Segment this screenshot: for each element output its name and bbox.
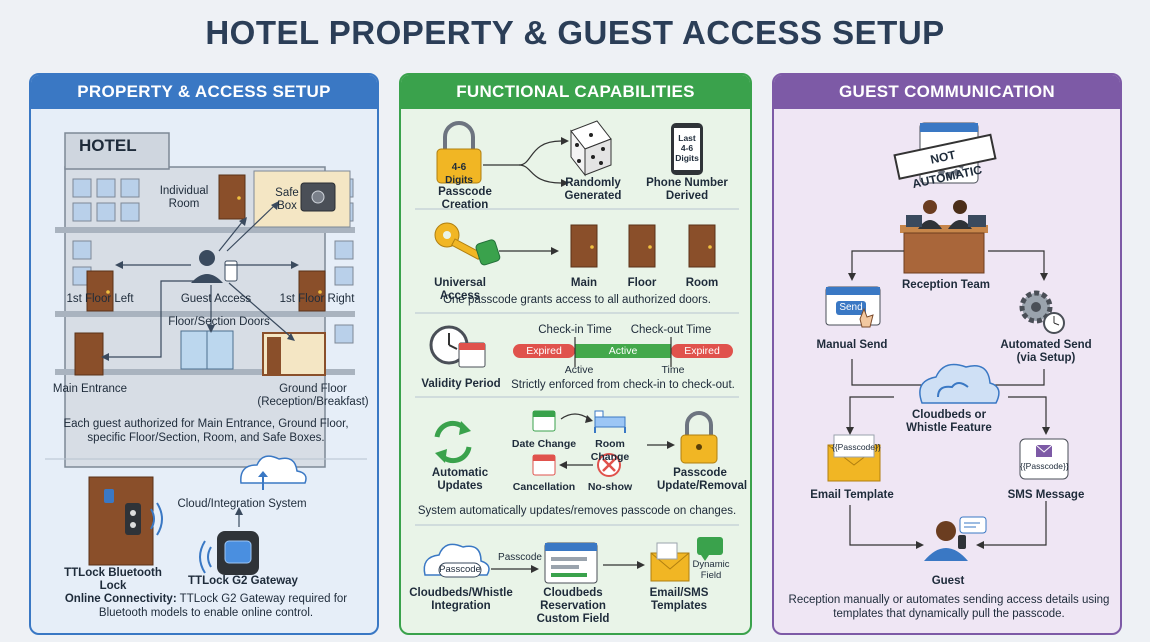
cloud-system-label: Cloud/Integration System bbox=[177, 498, 307, 510]
time-marker-label: Time bbox=[661, 364, 685, 376]
communication-flow-illustration bbox=[825, 122, 1069, 561]
floor-section-doors-label: Floor/Section Doors bbox=[168, 316, 270, 328]
no-show-label: No-show bbox=[587, 481, 633, 493]
functional-capabilities-panel: FUNCTIONAL CAPABILITIES bbox=[399, 73, 752, 635]
hotel-building-illustration bbox=[45, 132, 367, 575]
communication-panel-header: GUEST COMMUNICATION bbox=[774, 75, 1120, 109]
functional-panel-header: FUNCTIONAL CAPABILITIES bbox=[401, 75, 750, 109]
phone-derived-label: Phone Number Derived bbox=[646, 177, 728, 202]
first-floor-right-label: 1st Floor Right bbox=[279, 293, 355, 305]
cancellation-label: Cancellation bbox=[512, 481, 576, 493]
connectivity-heading: Online Connectivity: bbox=[64, 593, 177, 605]
guest-label: Guest bbox=[931, 575, 965, 587]
room-door-label: Room bbox=[685, 277, 719, 289]
ground-floor-label: Ground Floor (Reception/Breakfast) bbox=[257, 383, 369, 408]
passcode-update-label: Passcode Update/Removal bbox=[657, 467, 748, 492]
cloud-feature-label: Cloudbeds or Whistle Feature bbox=[906, 409, 992, 434]
active-segment: Active bbox=[608, 345, 638, 357]
guest-access-label: Guest Access bbox=[180, 293, 252, 305]
automated-send-label: Automated Send (via Setup) bbox=[1000, 339, 1092, 364]
connectivity-note: Online Connectivity: TTLock G2 Gateway r… bbox=[47, 592, 365, 620]
cloud-passcode-pill: Passcode bbox=[439, 564, 481, 575]
automatic-updates-label: Automatic Updates bbox=[431, 467, 489, 492]
cloudbeds-whistle-label: Cloudbeds/Whistle Integration bbox=[409, 587, 513, 612]
validity-period-label: Validity Period bbox=[421, 378, 501, 390]
validity-desc: Strictly enforced from check-in to check… bbox=[511, 379, 735, 391]
hotel-sign: HOTEL bbox=[79, 136, 137, 155]
safe-box-label: Safe Box bbox=[275, 187, 299, 212]
property-access-panel: PROPERTY & ACCESS SETUP bbox=[29, 73, 379, 635]
sms-passcode-tag: {{Passcode}} bbox=[1020, 461, 1069, 471]
bluetooth-lock-label: TTLock Bluetooth Lock bbox=[64, 567, 162, 592]
active-marker-label: Active bbox=[564, 364, 594, 376]
email-template-label: Email Template bbox=[810, 489, 894, 501]
main-door-label: Main bbox=[570, 277, 598, 289]
page-title: HOTEL PROPERTY & GUEST ACCESS SETUP bbox=[205, 14, 945, 51]
phone-screen-text: Last 4-6 Digits bbox=[675, 133, 699, 163]
first-floor-left-label: 1st Floor Left bbox=[66, 293, 134, 305]
connectivity-text: TTLock G2 Gateway required for Bluetooth… bbox=[98, 593, 348, 619]
passcode-creation-label: Passcode Creation bbox=[438, 186, 492, 211]
floor-door-label: Floor bbox=[627, 277, 657, 289]
universal-access-label: Universal Access bbox=[434, 277, 486, 302]
passcode-arrow-label: Passcode bbox=[498, 552, 542, 563]
capabilities-illustration bbox=[415, 120, 739, 584]
send-button: Send bbox=[839, 302, 863, 313]
checkout-time-label: Check-out Time bbox=[630, 324, 712, 336]
property-panel-header: PROPERTY & ACCESS SETUP bbox=[31, 75, 377, 109]
guest-communication-panel: GUEST COMMUNICATION bbox=[772, 73, 1122, 635]
communication-desc: Reception manually or automates sending … bbox=[788, 594, 1110, 620]
expired-left-segment: Expired bbox=[526, 345, 562, 357]
individual-room-label: Individual Room bbox=[159, 185, 209, 210]
gateway-label: TTLock G2 Gateway bbox=[188, 575, 298, 587]
passcode-digits-text: 4-6 Digits bbox=[445, 162, 473, 186]
room-change-label: Room Change bbox=[590, 438, 630, 463]
main-entrance-label: Main Entrance bbox=[52, 383, 128, 395]
templates-label: Email/SMS Templates bbox=[649, 587, 709, 612]
reception-team-label: Reception Team bbox=[902, 279, 990, 291]
universal-access-desc: One passcode grants access to all author… bbox=[443, 294, 711, 306]
property-description: Each guest authorized for Main Entrance,… bbox=[63, 418, 349, 444]
custom-field-label: Cloudbeds Reservation Custom Field bbox=[536, 587, 610, 625]
updates-desc: System automatically updates/removes pas… bbox=[417, 505, 737, 517]
expired-right-segment: Expired bbox=[684, 345, 720, 357]
checkin-time-label: Check-in Time bbox=[538, 324, 612, 336]
date-change-label: Date Change bbox=[511, 438, 577, 450]
dynamic-field-label: Dynamic Field bbox=[692, 559, 730, 581]
sms-message-label: SMS Message bbox=[1007, 489, 1085, 501]
random-generated-label: Randomly Generated bbox=[564, 177, 622, 202]
email-passcode-tag: {{Passcode}} bbox=[832, 442, 881, 452]
manual-send-label: Manual Send bbox=[816, 339, 888, 351]
